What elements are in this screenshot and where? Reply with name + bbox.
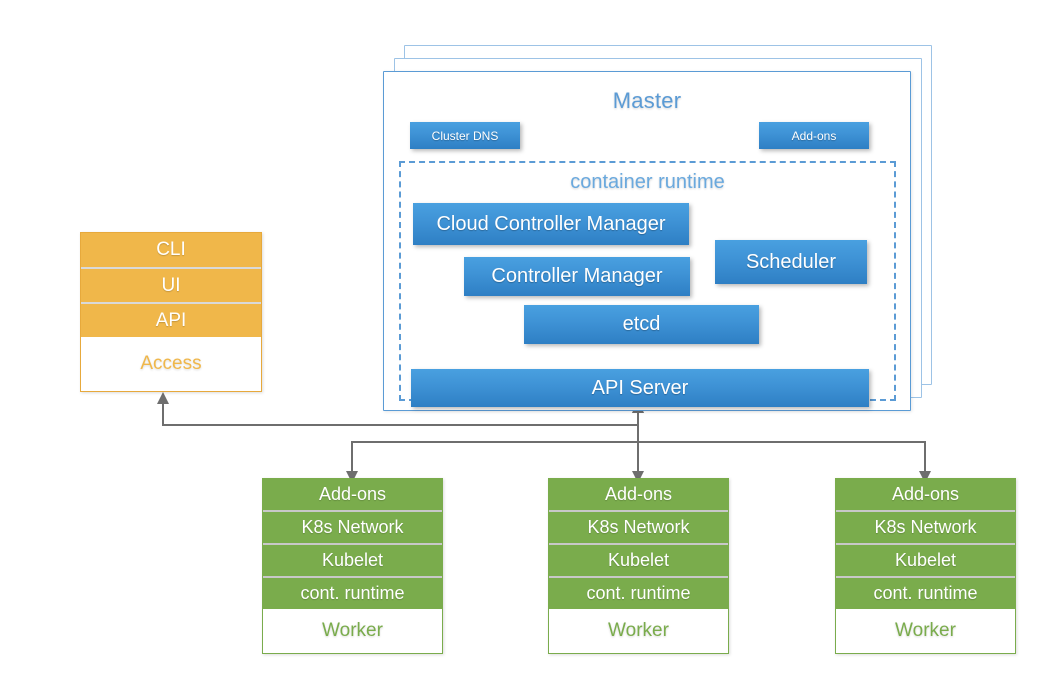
worker-3-separator-2	[836, 543, 1015, 545]
access-panel[interactable]: CLI UI API Access	[80, 232, 262, 392]
arrow-apiserver-worker-3	[638, 441, 931, 483]
worker-3[interactable]: Add-ons K8s Network Kubelet cont. runtim…	[835, 478, 1016, 654]
worker-1[interactable]: Add-ons K8s Network Kubelet cont. runtim…	[262, 478, 443, 654]
container-runtime-title: container runtime	[570, 171, 725, 193]
worker-2-separator-3	[549, 576, 728, 578]
access-row-ui[interactable]: UI	[81, 269, 261, 302]
cluster-dns-box[interactable]: Cluster DNS	[410, 122, 520, 149]
cluster-dns-label: Cluster DNS	[431, 128, 499, 143]
worker-1-row-k8s-network-label: K8s Network	[301, 517, 404, 537]
worker-2-row-k8s-network[interactable]: K8s Network	[549, 512, 728, 543]
addons-box[interactable]: Add-ons	[759, 122, 869, 149]
access-footer-label: Access	[140, 353, 202, 374]
worker-1-footer-label: Worker	[322, 620, 383, 641]
worker-3-row-addons[interactable]: Add-ons	[836, 479, 1015, 510]
worker-2-row-addons[interactable]: Add-ons	[549, 479, 728, 510]
worker-3-separator-3	[836, 576, 1015, 578]
access-separator-1	[81, 267, 261, 269]
arrow-apiserver-worker-1	[346, 441, 638, 483]
worker-1-separator-2	[263, 543, 442, 545]
worker-3-row-addons-label: Add-ons	[891, 484, 960, 504]
worker-2-footer-label: Worker	[608, 620, 669, 641]
scheduler-box[interactable]: Scheduler	[715, 240, 867, 284]
master-title: Master	[612, 88, 682, 113]
worker-3-row-k8s-network[interactable]: K8s Network	[836, 512, 1015, 543]
worker-2-row-cont-runtime[interactable]: cont. runtime	[549, 578, 728, 609]
worker-1-separator-1	[263, 510, 442, 512]
access-row-cli[interactable]: CLI	[81, 233, 261, 267]
scheduler-label: Scheduler	[745, 250, 837, 273]
worker-2[interactable]: Add-ons K8s Network Kubelet cont. runtim…	[548, 478, 729, 654]
master-panel[interactable]: Master Cluster DNS Add-ons container run…	[383, 71, 911, 411]
worker-1-row-cont-runtime-label: cont. runtime	[300, 583, 405, 603]
worker-1-row-addons-label: Add-ons	[318, 484, 387, 504]
worker-3-row-cont-runtime[interactable]: cont. runtime	[836, 578, 1015, 609]
worker-3-row-k8s-network-label: K8s Network	[874, 517, 977, 537]
etcd-box[interactable]: etcd	[524, 305, 759, 344]
etcd-label: etcd	[622, 313, 661, 335]
controller-manager-label: Controller Manager	[491, 265, 663, 287]
worker-2-row-k8s-network-label: K8s Network	[587, 517, 690, 537]
worker-1-row-addons[interactable]: Add-ons	[263, 479, 442, 510]
worker-2-row-cont-runtime-label: cont. runtime	[586, 583, 691, 603]
worker-2-row-addons-label: Add-ons	[604, 484, 673, 504]
cloud-controller-manager-box[interactable]: Cloud Controller Manager	[413, 203, 689, 245]
cloud-controller-manager-label: Cloud Controller Manager	[436, 212, 666, 235]
worker-3-footer-label: Worker	[895, 620, 956, 641]
api-server-box[interactable]: API Server	[411, 369, 869, 407]
worker-1-row-kubelet[interactable]: Kubelet	[263, 545, 442, 576]
access-row-api-label: API	[155, 309, 187, 331]
addons-label: Add-ons	[791, 128, 837, 143]
access-row-cli-label: CLI	[156, 239, 186, 260]
worker-1-row-k8s-network[interactable]: K8s Network	[263, 512, 442, 543]
worker-2-separator-1	[549, 510, 728, 512]
worker-1-separator-3	[263, 576, 442, 578]
worker-3-row-cont-runtime-label: cont. runtime	[873, 583, 978, 603]
worker-3-row-kubelet[interactable]: Kubelet	[836, 545, 1015, 576]
worker-2-row-kubelet[interactable]: Kubelet	[549, 545, 728, 576]
controller-manager-box[interactable]: Controller Manager	[464, 257, 690, 296]
worker-2-separator-2	[549, 543, 728, 545]
access-row-api[interactable]: API	[81, 304, 261, 337]
access-separator-2	[81, 302, 261, 304]
worker-2-row-kubelet-label: Kubelet	[607, 550, 670, 570]
access-row-ui-label: UI	[161, 274, 181, 296]
worker-3-row-kubelet-label: Kubelet	[894, 550, 957, 570]
api-server-label: API Server	[591, 376, 689, 399]
worker-3-separator-1	[836, 510, 1015, 512]
worker-1-row-cont-runtime[interactable]: cont. runtime	[263, 578, 442, 609]
worker-1-row-kubelet-label: Kubelet	[321, 550, 384, 570]
